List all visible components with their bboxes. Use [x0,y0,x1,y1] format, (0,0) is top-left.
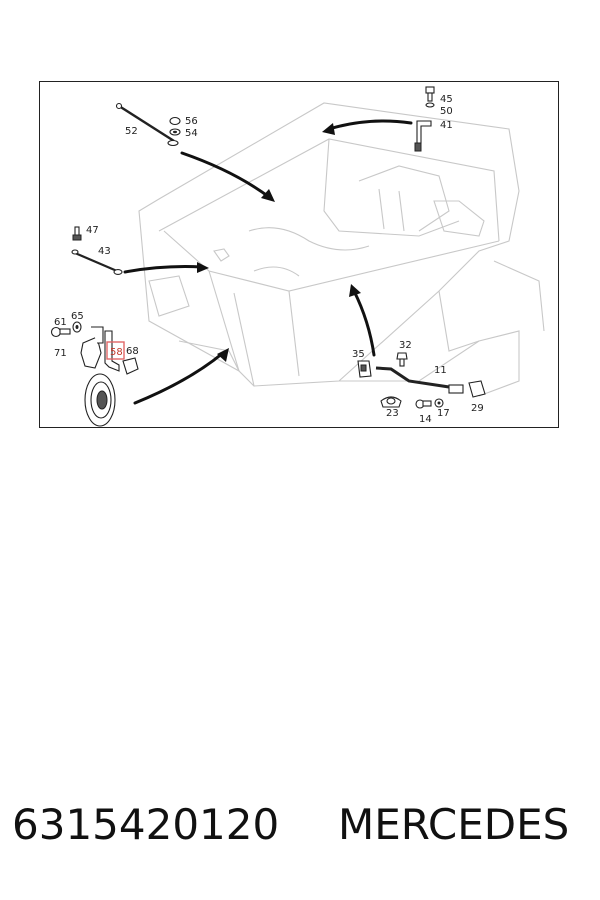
part-68-clip [122,357,139,375]
callout-35: 35 [352,349,365,360]
callout-29: 29 [471,403,484,414]
part-65-washer [72,321,82,333]
part-43-rod [71,249,123,275]
part-58-horn-bracket [104,330,120,372]
part-56-nut [169,116,181,126]
part-45-bolt [425,86,435,102]
callout-65: 65 [71,311,84,322]
arrow-horn [133,348,229,405]
callout-61: 61 [54,317,67,328]
part-14-bolt [415,399,432,409]
arrow-hood-rod [180,151,275,202]
part-17-washer [434,398,444,408]
part-61-bolt [50,326,71,338]
part-52-rod [115,102,179,147]
arrow-cable-bracket [322,119,413,135]
part-number: 6315420120 [12,800,280,849]
callout-71: 71 [54,348,67,359]
parts-diagram: 52 56 54 45 50 41 47 43 61 65 71 58 68 3… [39,81,559,428]
callout-50: 50 [440,106,453,117]
callout-45: 45 [440,94,453,105]
brand-name: MERCEDES [338,800,570,849]
arrow-rod-43 [123,262,209,274]
callout-68: 68 [126,346,139,357]
callout-11: 11 [434,365,447,376]
callout-52: 52 [125,126,138,137]
part-32-screw [396,352,408,367]
part-23-clamp [380,396,402,408]
exploded-view-drawing: 52 56 54 45 50 41 47 43 61 65 71 58 68 3… [39,81,559,428]
part-50-washer [425,102,435,108]
callout-14: 14 [419,414,432,425]
callout-47: 47 [86,225,99,236]
part-71-bracket [80,326,104,369]
callout-23: 23 [386,408,399,419]
horn-disc [84,373,116,427]
part-29-bracket [468,380,486,398]
highlight-box-58 [106,341,125,360]
callout-58: 58 [110,347,123,358]
footer-caption: 6315420120 MERCEDES [0,800,600,860]
part-47-screw [72,226,82,241]
callout-54: 54 [185,128,198,139]
callout-41: 41 [440,120,453,131]
vehicle-body-ghost [138,102,545,397]
part-11-rod [375,366,464,394]
arrow-lower-rod [349,284,376,357]
callout-17: 17 [437,408,450,419]
callout-56: 56 [185,116,198,127]
callout-43: 43 [98,246,111,257]
part-35-clip [357,360,372,378]
part-54-washer [169,128,181,136]
callout-32: 32 [399,340,412,351]
part-41-bracket [414,120,432,152]
